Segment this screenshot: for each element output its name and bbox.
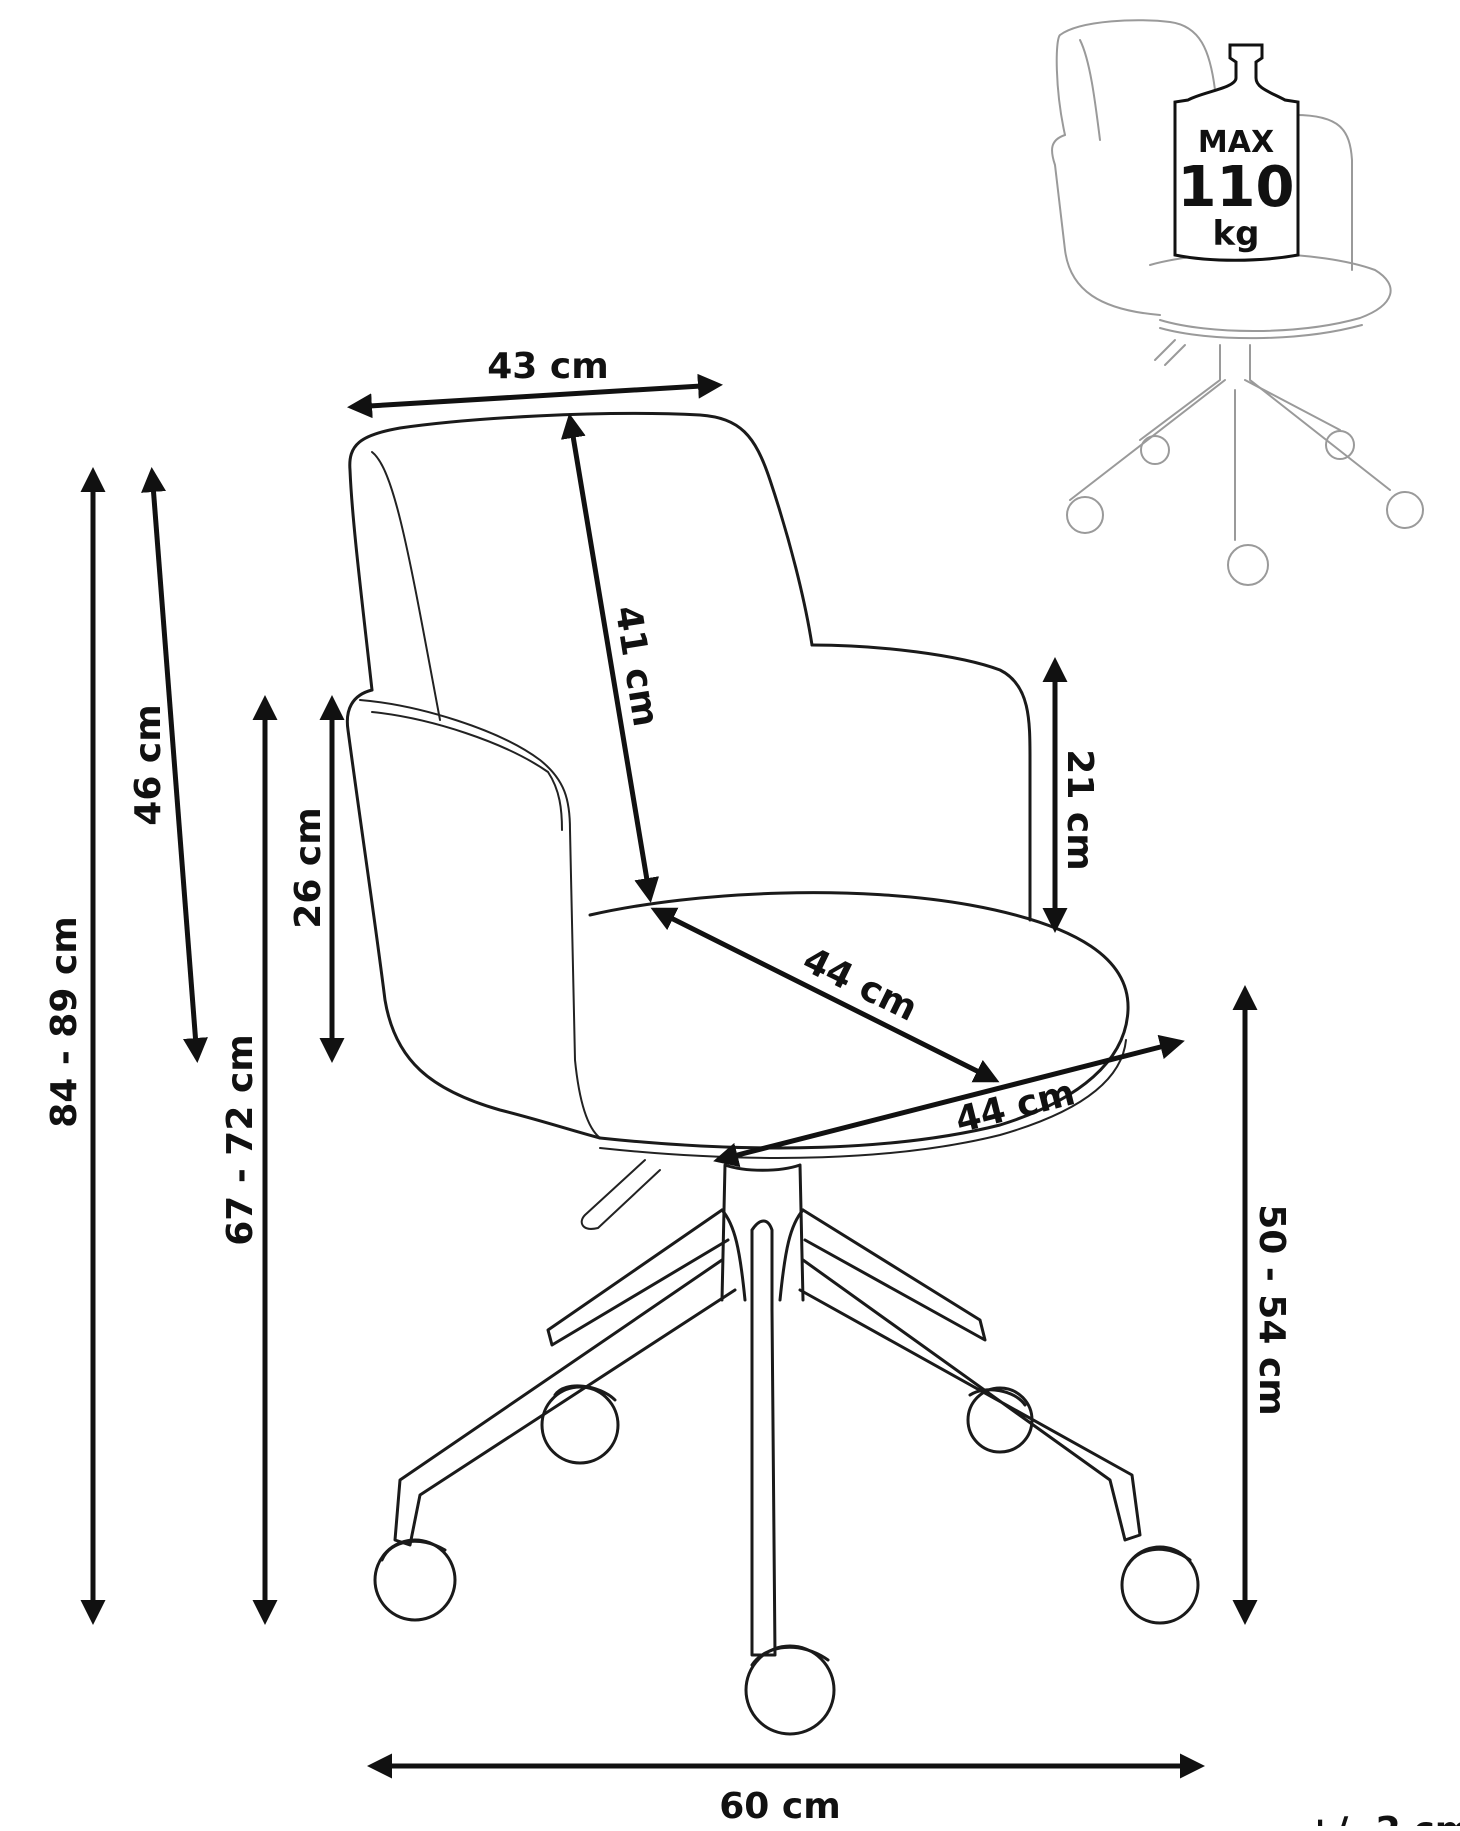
- label-armrest-floor-height: 67 - 72 cm: [220, 1034, 261, 1246]
- cylinder-hub: [720, 1208, 805, 1312]
- label-backrest-height: 46 cm: [128, 704, 169, 825]
- base-legs: [393, 1208, 1142, 1657]
- load-label-unit: kg: [1213, 214, 1260, 254]
- arrow-seat-depth: [650, 907, 1000, 1083]
- arrow-backrest-height: [141, 467, 208, 1063]
- backrest-inner-edge: [371, 451, 441, 721]
- load-label-max: MAX: [1198, 125, 1274, 160]
- shell-inner-edge-2: [371, 711, 563, 831]
- label-seat-depth: 44 cm: [796, 940, 923, 1030]
- label-back-depth: 41 cm: [607, 603, 666, 729]
- label-back-width: 43 cm: [487, 346, 608, 387]
- right-armrest: [810, 643, 1032, 922]
- arrow-seat-width: [713, 1034, 1185, 1168]
- chair-drawing: [345, 411, 1200, 1736]
- lift-lever: [580, 1159, 661, 1230]
- load-label-value: 110: [1178, 155, 1295, 220]
- label-base-width: 60 cm: [719, 1786, 840, 1826]
- label-total-height: 84 - 89 cm: [44, 916, 85, 1128]
- label-tolerance: +/- 2 cm: [1305, 1810, 1460, 1826]
- backrest-outline: [348, 411, 814, 692]
- label-seat-height: 50 - 54 cm: [1251, 1204, 1292, 1416]
- shell-inner-edge: [359, 699, 601, 1139]
- label-armrest-height-left: 26 cm: [288, 807, 329, 928]
- casters: [373, 1384, 1200, 1736]
- label-armrest-height-right: 21 cm: [1059, 749, 1100, 870]
- arrow-back-depth: [560, 413, 660, 903]
- thumbnail-chair: [1051, 19, 1424, 586]
- weight-icon: [1173, 43, 1300, 262]
- max-load-badge: MAX 110 kg: [1173, 43, 1300, 262]
- dimension-arrows: [80, 373, 1258, 1779]
- left-armrest-shell: [345, 688, 602, 1140]
- arrow-back-width: [347, 373, 723, 419]
